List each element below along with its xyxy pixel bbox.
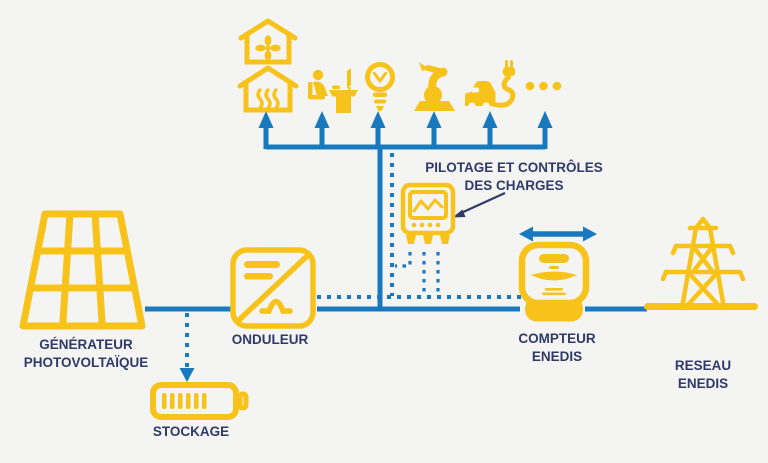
load-controller-icon bbox=[400, 182, 456, 244]
enedis-meter-icon bbox=[518, 241, 590, 322]
robot-arm-icon bbox=[414, 62, 455, 111]
loads-bus-line bbox=[258, 111, 553, 150]
grid-label: RESEAU ENEDIS bbox=[674, 358, 732, 391]
bidirectional-arrow bbox=[519, 226, 597, 242]
inverter-label: ONDULEUR bbox=[231, 332, 309, 347]
meter-label: COMPTEUR ENEDIS bbox=[518, 331, 596, 364]
house-ventilation-icon bbox=[238, 18, 298, 65]
generator-label: GÉNÉRATEUR PHOTOVOLTAÏQUE bbox=[23, 337, 149, 370]
office-desk-icon bbox=[308, 68, 358, 113]
lightbulb-icon bbox=[365, 62, 395, 111]
inverter-icon bbox=[230, 247, 316, 329]
pylon-base-line bbox=[644, 303, 758, 310]
storage-label: STOCKAGE bbox=[152, 424, 230, 439]
battery-icon bbox=[150, 382, 249, 420]
controller-leg-dotted-lines bbox=[395, 252, 440, 294]
control-dotted-lines bbox=[317, 153, 521, 299]
more-loads-ellipsis-icon bbox=[525, 81, 562, 91]
annotation-arrow bbox=[452, 191, 506, 218]
storage-dotted-arrow bbox=[179, 313, 195, 382]
load-control-label: PILOTAGE ET CONTRÔLES DES CHARGES bbox=[425, 160, 603, 193]
transmission-tower-icon bbox=[660, 216, 746, 311]
ev-charging-icon bbox=[465, 60, 516, 110]
solar-panel-icon bbox=[19, 210, 146, 330]
house-heating-icon bbox=[237, 65, 299, 113]
